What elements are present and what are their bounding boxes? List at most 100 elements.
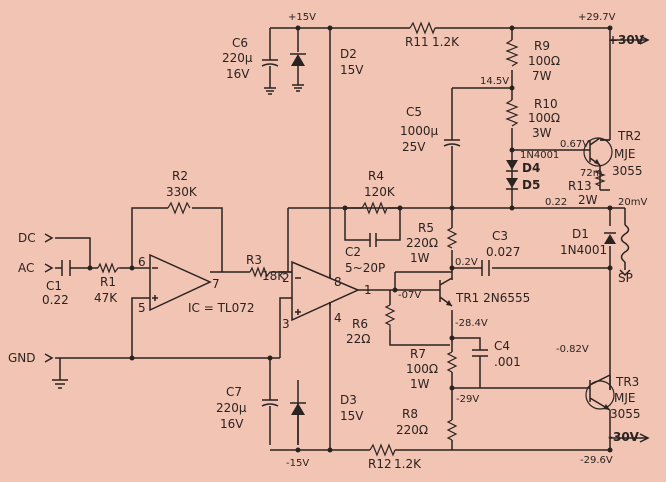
label-r9-val1: 100Ω (528, 54, 560, 68)
d4-diode (506, 160, 518, 172)
label-r5-val1: 220Ω (406, 236, 438, 250)
label-pin2: 2 (282, 271, 290, 285)
label-v067: 0.67V (560, 139, 589, 150)
r3-resistor (249, 266, 272, 278)
label-r7-name: R7 (410, 347, 426, 361)
label-tr3-num: 3055 (610, 407, 641, 421)
label-pin8: 8 (334, 275, 342, 289)
c1-capacitor (61, 260, 74, 276)
label-c1-name: C1 (46, 279, 62, 293)
label-d3-name: D3 (340, 393, 357, 407)
label-d1-name: D1 (572, 227, 589, 241)
label-r6-name: R6 (352, 317, 368, 331)
label-d3-val: 15V (340, 409, 364, 423)
label-r13-val: 2W (578, 193, 598, 207)
label-r12-name: R12 (368, 457, 392, 471)
label-r11-val: 1.2K (432, 35, 460, 49)
label-v145: 14.5V (480, 76, 509, 87)
d5-diode (506, 178, 518, 190)
label-dc: DC (18, 231, 36, 245)
ic1-opamp (149, 253, 212, 312)
label-d2-name: D2 (340, 47, 357, 61)
label-vm07: -07V (398, 290, 421, 301)
r8-resistor (446, 419, 458, 441)
label-r7-val1: 100Ω (406, 362, 438, 376)
label-r8-name: R8 (402, 407, 418, 421)
label-minus15: -15V (286, 458, 309, 469)
label-r13-res: 72m (580, 168, 602, 179)
label-tr3-name: TR3 (615, 375, 639, 389)
label-d1-type: 1N4001 (560, 243, 607, 257)
label-ac: AC (18, 261, 34, 275)
label-c5-val1: 1000μ (400, 124, 439, 138)
label-tr3-type: MJE (614, 391, 635, 405)
c6-capacitor (261, 59, 279, 95)
label-tr2-name: TR2 (617, 129, 641, 143)
label-c6-val1: 220μ (222, 51, 253, 65)
r5-resistor (446, 227, 458, 249)
label-r5-val2: 1W (410, 251, 430, 265)
d2-zener-diode (290, 45, 306, 92)
label-20mv: 20mV (618, 197, 647, 208)
label-r1-val: 47K (94, 291, 118, 305)
label-vm284: -28.4V (455, 318, 488, 329)
label-r2-name: R2 (172, 169, 188, 183)
label-c2-val: 5~20P (345, 261, 385, 275)
label-r8-val: 220Ω (396, 423, 428, 437)
label-c3-val: 0.027 (486, 245, 520, 259)
c4-capacitor (472, 349, 488, 362)
ic2-opamp (291, 260, 360, 322)
label-r3-val: 18K (262, 269, 286, 283)
label-r4-name: R4 (368, 169, 384, 183)
r9-resistor (505, 39, 519, 67)
label-c6-name: C6 (232, 36, 248, 50)
label-r7-val2: 1W (410, 377, 430, 391)
d1-diode (604, 232, 616, 244)
label-r13-name: R13 (568, 179, 592, 193)
label-r9-val2: 7W (532, 69, 552, 83)
label-r12-val: 1.2K (394, 457, 422, 471)
input-terminals (44, 35, 650, 443)
tr3-transistor (585, 374, 615, 420)
label-v022: 0.22 (545, 197, 567, 208)
label-r4-val: 120K (364, 185, 396, 199)
label-d5-name: D5 (522, 178, 540, 192)
label-r1-name: R1 (100, 275, 116, 289)
label-pin4: 4 (334, 311, 342, 325)
label-c7-val1: 220μ (216, 401, 247, 415)
r4-resistor (361, 201, 388, 215)
labels: +15V +29.7V +30V C6 220μ 16V D2 15V R11 … (8, 12, 647, 471)
label-minus296: -29.6V (580, 455, 613, 466)
label-c3-name: C3 (492, 229, 508, 243)
label-pin1: 1 (364, 283, 372, 297)
label-plus297: +29.7V (578, 12, 616, 23)
c2-capacitor (362, 233, 388, 247)
r2-resistor (167, 201, 191, 215)
label-minus30: -30V (608, 430, 640, 444)
label-r10-val1: 100Ω (528, 111, 560, 125)
label-c5-val2: 25V (402, 140, 426, 154)
r11-resistor (409, 21, 436, 35)
label-pin3: 3 (282, 317, 290, 331)
d3-zener-diode (290, 380, 306, 445)
label-vm29: -29V (456, 394, 479, 405)
c5-capacitor (443, 125, 461, 160)
r10-resistor (505, 99, 519, 127)
label-r3-name: R3 (246, 253, 262, 267)
r12-resistor (369, 443, 396, 457)
label-r6-val: 22Ω (346, 332, 370, 346)
label-tr1: TR1 2N6555 (455, 291, 530, 305)
label-vm082: -0.82V (556, 344, 589, 355)
label-c2-name: C2 (345, 245, 361, 259)
label-d4-type: 1N4001 (520, 150, 559, 161)
label-ic: IC = TL072 (188, 301, 255, 315)
label-d2-val: 15V (340, 63, 364, 77)
label-r9-name: R9 (534, 39, 550, 53)
ground-symbol (52, 379, 68, 389)
label-pin5: 5 (138, 301, 146, 315)
label-v02: 0.2V (455, 257, 478, 268)
tr2-transistor (583, 137, 613, 167)
label-c7-name: C7 (226, 385, 242, 399)
label-c1-val: 0.22 (42, 293, 69, 307)
